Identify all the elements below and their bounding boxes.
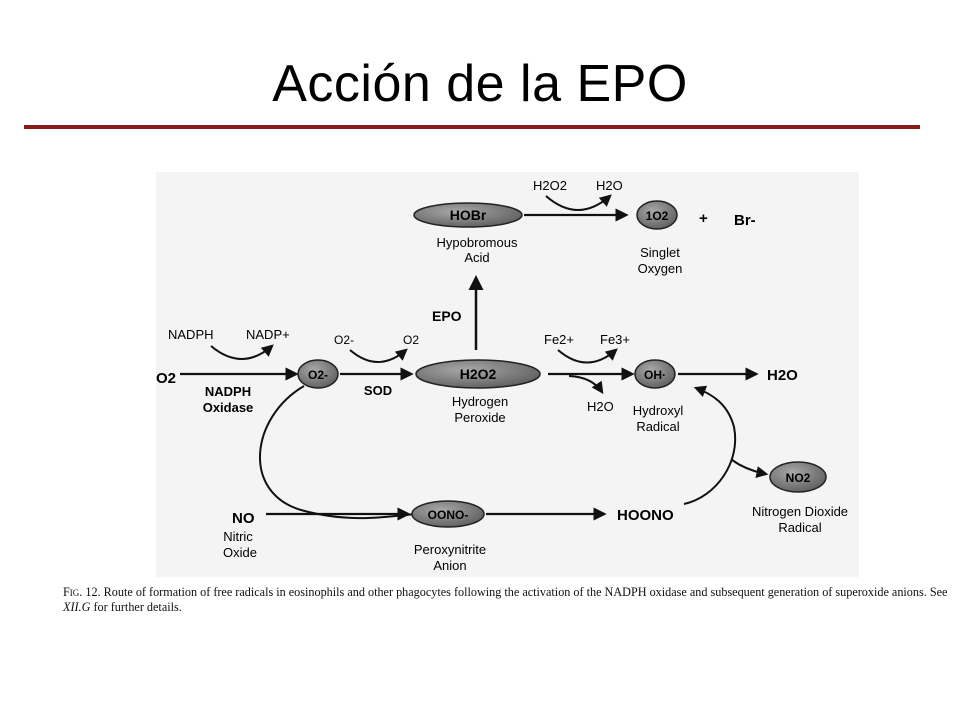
label-h2o2-top: H2O2 xyxy=(533,178,567,193)
node-hobr: HOBr xyxy=(413,202,523,228)
label-o2-small-1: O2- xyxy=(334,333,354,347)
node-oono-label: OONO- xyxy=(428,508,469,522)
label-nadph: NADPH xyxy=(168,327,214,342)
label-sod: SOD xyxy=(364,383,392,398)
arrow-to-nitrogen-dioxide xyxy=(731,459,769,478)
arrow-dismutation xyxy=(349,348,408,363)
label-enzyme-1: NADPH xyxy=(205,384,251,399)
node-h2o2-label: H2O2 xyxy=(460,366,497,382)
label-plus: + xyxy=(699,210,708,227)
label-hoono: HOONO xyxy=(617,507,674,524)
label-fe3: Fe3+ xyxy=(600,332,630,347)
label-h2o-top: H2O xyxy=(596,178,623,193)
label-nitric-oxide: NO xyxy=(232,510,255,527)
label-enzyme-2: Oxidase xyxy=(203,400,254,415)
caption-fig-label: Fig. 12. xyxy=(63,585,101,599)
ros-pathway-diagram: H2O2 H2O HOBr Hypobromous Acid 1O2 + Br-… xyxy=(156,172,859,577)
label-bromide: Br- xyxy=(734,212,756,229)
title-rule xyxy=(24,125,920,129)
node-superoxide: O2- xyxy=(297,359,339,389)
node-singlet-label: 1O2 xyxy=(646,209,669,223)
label-oono-name-1: Peroxynitrite xyxy=(414,542,486,557)
label-oh-name-2: Radical xyxy=(636,419,679,434)
node-no2-label: NO2 xyxy=(786,471,811,485)
caption-ref: XII.G xyxy=(63,600,91,614)
arrow-nadph-to-nadp xyxy=(210,344,274,360)
label-no2-name-2: Radical xyxy=(778,520,821,535)
label-h2o2-name-1: Hydrogen xyxy=(452,394,508,409)
label-no-name-1: Nitric xyxy=(223,529,253,544)
caption-text-1: Route of formation of free radicals in e… xyxy=(100,585,948,599)
label-o2-substrate: O2 xyxy=(156,370,176,387)
label-o2-small-2: O2 xyxy=(403,333,419,347)
slide-title: Acción de la EPO xyxy=(272,55,688,113)
label-singlet-name-2: Oxygen xyxy=(638,261,683,276)
arrow-fe2-to-fe3 xyxy=(557,348,618,364)
label-singlet-name-1: Singlet xyxy=(640,245,680,260)
label-hobr-name-2: Acid xyxy=(464,250,489,265)
node-singlet-oxygen: 1O2 xyxy=(636,200,678,230)
node-hydrogen-peroxide: H2O2 xyxy=(415,359,541,389)
arrow-to-h2o-bottom xyxy=(568,375,604,394)
label-no-name-2: Oxide xyxy=(223,545,257,560)
label-no2-name-1: Nitrogen Dioxide xyxy=(752,504,848,519)
node-peroxynitrite: OONO- xyxy=(411,500,485,528)
label-epo: EPO xyxy=(432,308,462,324)
label-fe2: Fe2+ xyxy=(544,332,574,347)
label-h2o-bottom: H2O xyxy=(587,399,614,414)
figure-caption: Fig. 12. Route of formation of free radi… xyxy=(63,585,953,615)
label-h2o2-name-2: Peroxide xyxy=(454,410,505,425)
label-nadp: NADP+ xyxy=(246,327,290,342)
node-nitrogen-dioxide: NO2 xyxy=(769,461,827,493)
label-oono-name-2: Anion xyxy=(433,558,466,573)
caption-text-2: for further details. xyxy=(90,600,182,614)
node-superoxide-label: O2- xyxy=(308,368,328,382)
arrow-h2o2-to-h2o-top xyxy=(545,194,612,211)
arc-superoxide-to-peroxynitrite xyxy=(258,385,417,520)
label-h2o-product: H2O xyxy=(767,367,798,384)
node-hydroxyl: OH· xyxy=(634,359,676,389)
node-hobr-label: HOBr xyxy=(450,207,487,223)
arc-hoono-to-hydroxyl xyxy=(683,385,737,505)
node-hydroxyl-label: OH· xyxy=(644,368,666,382)
label-hobr-name-1: Hypobromous xyxy=(437,235,518,250)
label-oh-name-1: Hydroxyl xyxy=(633,403,684,418)
